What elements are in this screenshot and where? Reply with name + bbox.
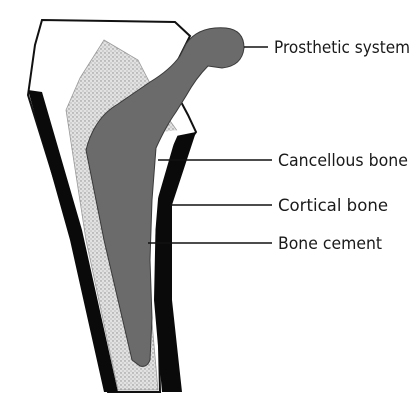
label-bone-cement: Bone cement	[278, 234, 382, 254]
label-cancellous-bone: Cancellous bone	[278, 151, 408, 171]
label-prosthetic-system: Prosthetic system	[274, 38, 410, 58]
label-cortical-bone: Cortical bone	[278, 196, 388, 216]
